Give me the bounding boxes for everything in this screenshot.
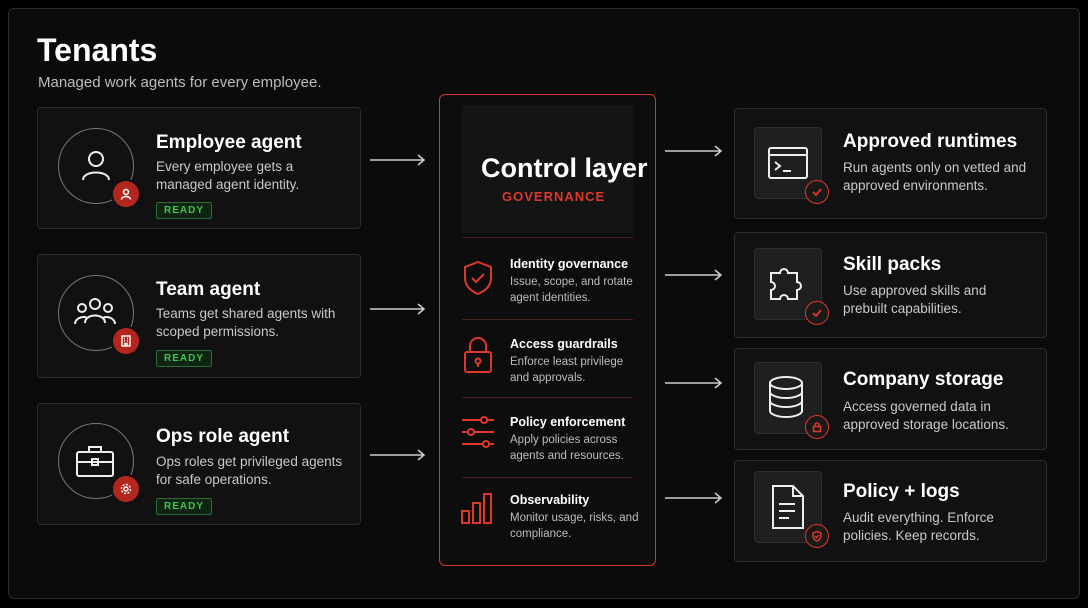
resource-card-policy[interactable]: Policy + logs Audit everything. Enforce …	[734, 460, 1047, 562]
shield-check-icon	[464, 260, 492, 296]
page-title: Tenants	[37, 32, 158, 68]
group-icon	[58, 275, 141, 356]
building-badge-icon	[111, 326, 141, 356]
gear-badge-icon	[111, 474, 141, 504]
check-badge-icon	[805, 301, 829, 325]
control-item-desc: Enforce least privilege and approvals.	[510, 356, 624, 384]
control-item-desc: Issue, scope, and rotate agent identitie…	[510, 276, 633, 304]
person-icon	[58, 128, 141, 209]
document-icon	[754, 471, 829, 548]
tenant-name: Team agent	[156, 279, 261, 300]
briefcase-icon	[58, 423, 141, 504]
resource-desc: Access governed data in approved storage…	[843, 399, 1009, 432]
resource-desc: Audit everything. Enforce policies. Keep…	[843, 510, 994, 543]
terminal-icon	[754, 127, 829, 204]
resource-name: Company storage	[843, 369, 1004, 390]
status-badge: READY	[156, 350, 213, 367]
tenant-desc: Every employee gets a managed agent iden…	[156, 159, 300, 192]
control-item-title: Access guardrails	[510, 337, 618, 351]
page-subtitle: Managed work agents for every employee.	[38, 74, 322, 91]
resource-card-skills[interactable]: Skill packs Use approved skills and preb…	[734, 232, 1047, 338]
tenant-card-team[interactable]: Team agent Teams get shared agents with …	[37, 254, 361, 378]
bar-chart-icon	[461, 493, 492, 524]
sliders-icon	[462, 416, 494, 448]
arrow-right-icon	[665, 145, 723, 157]
control-item-title: Policy enforcement	[510, 415, 626, 429]
arrow-right-icon	[370, 154, 426, 166]
arrow-right-icon	[370, 303, 426, 315]
resource-desc: Run agents only on vetted and approved e…	[843, 160, 1027, 193]
control-layer-panel: Control layer GOVERNANCE Identity govern…	[439, 94, 656, 566]
tenant-desc: Ops roles get privileged agents for safe…	[156, 454, 343, 487]
tenant-desc: Teams get shared agents with scoped perm…	[156, 306, 336, 339]
check-badge-icon	[805, 180, 829, 204]
person-badge-icon	[111, 179, 141, 209]
tenant-name: Ops role agent	[156, 426, 290, 447]
divider	[462, 319, 633, 320]
resource-card-storage[interactable]: Company storage Access governed data in …	[734, 348, 1047, 450]
control-item-desc: Apply policies across agents and resourc…	[510, 434, 624, 462]
control-layer-header	[462, 105, 633, 233]
resource-name: Skill packs	[843, 254, 942, 275]
resource-name: Policy + logs	[843, 481, 960, 502]
tenant-card-employee[interactable]: Employee agent Every employee gets a man…	[37, 107, 361, 229]
control-item-title: Identity governance	[510, 257, 629, 271]
puzzle-icon	[754, 248, 829, 325]
lock-icon	[464, 337, 492, 373]
control-layer-title: Control layer	[481, 153, 648, 183]
arrow-right-icon	[665, 492, 723, 504]
divider	[462, 237, 633, 238]
lock-badge-icon	[805, 415, 829, 439]
arrow-right-icon	[370, 449, 426, 461]
database-icon	[754, 362, 829, 439]
divider	[462, 397, 633, 398]
status-badge: READY	[156, 498, 213, 515]
tenant-card-ops[interactable]: Ops role agent Ops roles get privileged …	[37, 403, 361, 525]
resource-card-runtimes[interactable]: Approved runtimes Run agents only on vet…	[734, 108, 1047, 219]
divider	[462, 477, 633, 478]
arrow-right-icon	[665, 269, 723, 281]
status-badge: READY	[156, 202, 213, 219]
arrow-right-icon	[665, 377, 723, 389]
control-item-title: Observability	[510, 493, 590, 507]
resource-desc: Use approved skills and prebuilt capabil…	[843, 283, 987, 316]
shield-badge-icon	[805, 524, 829, 548]
tenant-name: Employee agent	[156, 132, 302, 153]
resource-name: Approved runtimes	[843, 131, 1018, 152]
control-item-desc: Monitor usage, risks, and compliance.	[510, 512, 639, 540]
control-layer-subtitle: GOVERNANCE	[502, 189, 606, 204]
